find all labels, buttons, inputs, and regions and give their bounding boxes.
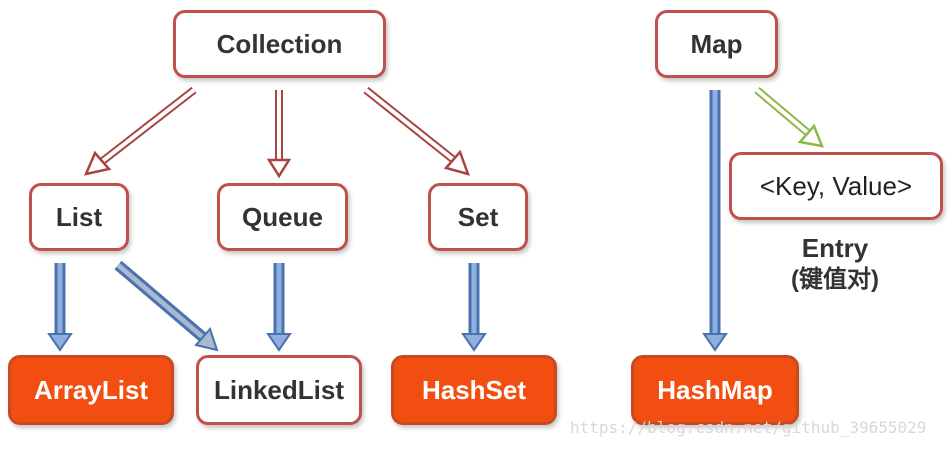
- node-hashmap-label: HashMap: [657, 374, 773, 405]
- node-key-value-label: <Key, Value>: [759, 170, 913, 201]
- node-hashset-label: HashSet: [421, 374, 527, 405]
- arrow-map-to-hashmap: [702, 90, 728, 352]
- arrow-collection-to-set: [363, 86, 470, 176]
- node-queue-label: Queue: [242, 201, 323, 232]
- entry-label: Entry: [801, 233, 869, 263]
- node-collection: Collection: [173, 10, 386, 78]
- node-map-label: Map: [690, 28, 743, 59]
- arrow-collection-to-queue: [266, 90, 292, 179]
- entry-caption: Entry (键值对): [760, 232, 910, 296]
- node-arraylist-label: ArrayList: [33, 374, 149, 405]
- node-arraylist: ArrayList: [8, 355, 174, 425]
- node-key-value: <Key, Value>: [729, 152, 943, 220]
- watermark: https://blog.csdn.net/github_39655029: [570, 418, 927, 437]
- node-linkedlist: LinkedList: [196, 355, 362, 425]
- entry-sublabel: (键值对): [791, 266, 879, 293]
- node-collection-label: Collection: [216, 28, 343, 59]
- arrow-list-to-linkedlist: [114, 260, 219, 352]
- node-hashmap: HashMap: [631, 355, 799, 425]
- arrow-queue-to-linkedlist: [266, 263, 292, 352]
- node-set-label: Set: [457, 201, 499, 232]
- arrow-set-to-hashset: [461, 263, 487, 352]
- arrow-collection-to-list: [83, 86, 197, 176]
- arrow-map-to-entry: [754, 86, 824, 148]
- node-list: List: [29, 183, 129, 251]
- node-linkedlist-label: LinkedList: [213, 374, 344, 405]
- node-set: Set: [428, 183, 528, 251]
- node-queue: Queue: [217, 183, 348, 251]
- arrow-list-to-arraylist: [47, 263, 73, 352]
- node-map: Map: [655, 10, 778, 78]
- node-hashset: HashSet: [391, 355, 557, 425]
- node-list-label: List: [55, 201, 103, 232]
